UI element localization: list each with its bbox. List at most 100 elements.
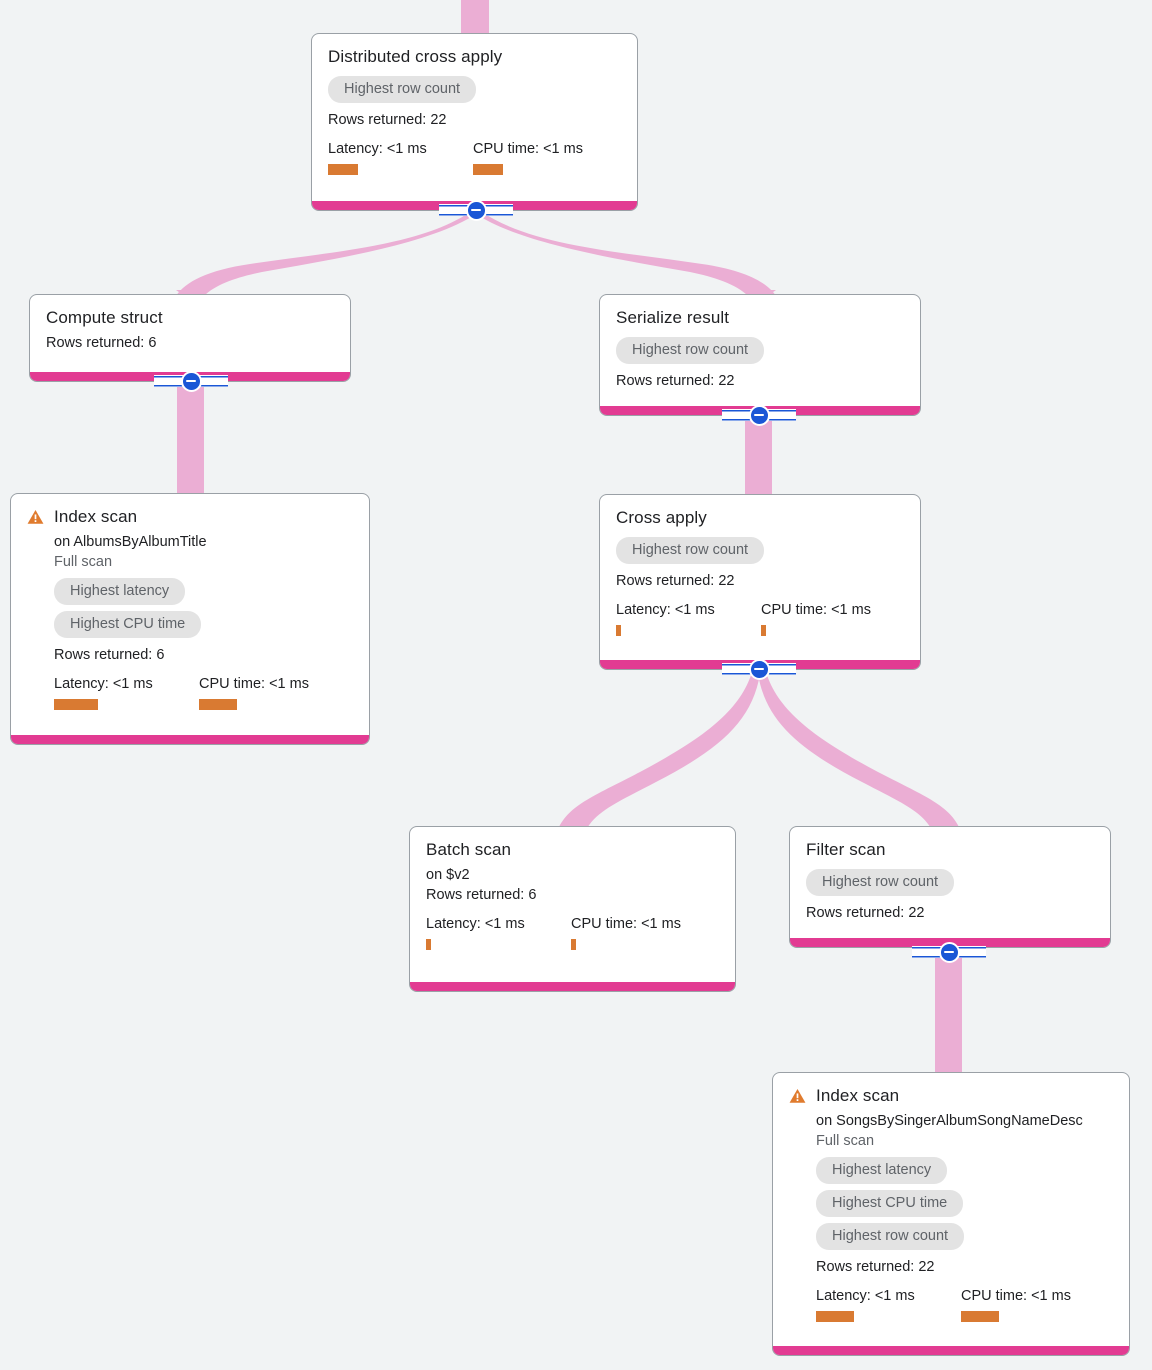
- latency-label: Latency: <1 ms: [616, 602, 715, 618]
- node-header: Index scan: [27, 506, 353, 528]
- node-index-scan-songs[interactable]: Index scan on SongsBySingerAlbumSongName…: [772, 1072, 1130, 1356]
- node-cross-apply[interactable]: Cross apply Highest row count Rows retur…: [599, 494, 921, 670]
- cpu-label: CPU time: <1 ms: [961, 1288, 1071, 1304]
- minus-icon: [938, 941, 960, 963]
- latency-bar: [328, 164, 358, 175]
- chip-highest-cpu-time: Highest CPU time: [816, 1190, 964, 1217]
- cpu-label: CPU time: <1 ms: [761, 602, 871, 618]
- warning-triangle-icon: [27, 510, 44, 524]
- latency-label: Latency: <1 ms: [426, 916, 525, 932]
- cpu-metric: CPU time: <1 ms: [761, 601, 871, 636]
- edge-filter-scan-to-index-scan-songs: [935, 955, 962, 1075]
- rows-returned: Rows returned: 22: [616, 573, 735, 589]
- latency-metric: Latency: <1 ms: [816, 1287, 961, 1322]
- node-title: Index scan: [54, 507, 138, 526]
- collapse-button-serialize-result[interactable]: [722, 403, 796, 427]
- node-batch-scan[interactable]: Batch scan on $v2 Rows returned: 6 Laten…: [409, 826, 736, 992]
- chip-list: Highest latency Highest CPU time: [54, 574, 353, 640]
- chip-list: Highest row count: [616, 333, 904, 366]
- node-header: Compute struct: [46, 307, 334, 329]
- rows-returned: Rows returned: 22: [816, 1259, 935, 1275]
- node-scan-note: Full scan: [54, 554, 113, 570]
- cpu-metric: CPU time: <1 ms: [199, 675, 309, 710]
- rows-returned: Rows returned: 6: [426, 887, 537, 903]
- cpu-bar: [473, 164, 503, 175]
- node-header: Batch scan: [426, 839, 719, 861]
- edge-cross-apply-to-filter-scan: [758, 672, 962, 834]
- cpu-bar: [961, 1311, 999, 1322]
- chip-list: Highest row count: [806, 865, 1094, 898]
- node-header: Cross apply: [616, 507, 904, 529]
- node-subtitle: on SongsBySingerAlbumSongNameDesc: [816, 1113, 1083, 1129]
- rows-returned: Rows returned: 22: [616, 373, 735, 389]
- collapse-button-distributed-cross-apply[interactable]: [439, 198, 513, 222]
- latency-label: Latency: <1 ms: [54, 676, 153, 692]
- edge-root-inbound: [461, 0, 489, 34]
- rows-returned: Rows returned: 22: [328, 112, 447, 128]
- minus-glyph: [186, 380, 196, 382]
- latency-bar: [426, 939, 431, 950]
- node-serialize-result[interactable]: Serialize result Highest row count Rows …: [599, 294, 921, 416]
- chip-list: Highest row count: [616, 533, 904, 566]
- latency-bar: [616, 625, 621, 636]
- chip-highest-row-count: Highest row count: [328, 76, 477, 103]
- metrics-row: Latency: <1 ms CPU time: <1 ms: [54, 675, 353, 710]
- chip-highest-row-count: Highest row count: [816, 1223, 965, 1250]
- node-title: Batch scan: [426, 840, 512, 859]
- node-title: Cross apply: [616, 508, 707, 527]
- minus-icon: [180, 370, 202, 392]
- latency-metric: Latency: <1 ms: [426, 915, 571, 950]
- latency-metric: Latency: <1 ms: [54, 675, 199, 710]
- metrics-row: Latency: <1 ms CPU time: <1 ms: [616, 601, 904, 636]
- cpu-label: CPU time: <1 ms: [571, 916, 681, 932]
- node-header: Index scan: [789, 1085, 1113, 1107]
- edge-cross-apply-to-batch-scan: [556, 672, 760, 834]
- rows-returned: Rows returned: 22: [806, 905, 925, 921]
- collapse-button-compute-struct[interactable]: [154, 369, 228, 393]
- node-header: Distributed cross apply: [328, 46, 621, 68]
- node-title: Filter scan: [806, 840, 886, 859]
- collapse-button-filter-scan[interactable]: [912, 940, 986, 964]
- edge-serialize-result-to-cross-apply: [745, 418, 772, 496]
- node-header: Filter scan: [806, 839, 1094, 861]
- node-scan-note: Full scan: [816, 1133, 875, 1149]
- cpu-bar: [199, 699, 237, 710]
- collapse-button-cross-apply[interactable]: [722, 657, 796, 681]
- warning-triangle-icon: [789, 1089, 806, 1103]
- edge-root-to-compute-struct: [176, 212, 476, 296]
- chip-highest-row-count: Highest row count: [616, 337, 765, 364]
- rows-returned: Rows returned: 6: [54, 647, 165, 663]
- minus-glyph: [471, 209, 481, 211]
- chip-highest-cpu-time: Highest CPU time: [54, 611, 202, 638]
- minus-icon: [465, 199, 487, 221]
- cpu-metric: CPU time: <1 ms: [571, 915, 681, 950]
- chip-list: Highest latency Highest CPU time Highest…: [816, 1153, 1113, 1252]
- metrics-row: Latency: <1 ms CPU time: <1 ms: [426, 915, 719, 950]
- minus-glyph: [754, 668, 764, 670]
- chip-highest-latency: Highest latency: [54, 578, 186, 605]
- edge-root-to-serialize-result: [476, 212, 776, 296]
- node-title: Distributed cross apply: [328, 47, 503, 66]
- latency-metric: Latency: <1 ms: [328, 140, 473, 175]
- node-title: Compute struct: [46, 308, 163, 327]
- chip-list: Highest row count: [328, 72, 621, 105]
- latency-label: Latency: <1 ms: [816, 1288, 915, 1304]
- node-distributed-cross-apply[interactable]: Distributed cross apply Highest row coun…: [311, 33, 638, 211]
- cpu-label: CPU time: <1 ms: [199, 676, 309, 692]
- node-accent-bar: [773, 1346, 1129, 1355]
- node-title: Serialize result: [616, 308, 730, 327]
- minus-glyph: [754, 414, 764, 416]
- chip-highest-row-count: Highest row count: [806, 869, 955, 896]
- node-index-scan-albums[interactable]: Index scan on AlbumsByAlbumTitle Full sc…: [10, 493, 370, 745]
- latency-bar: [816, 1311, 854, 1322]
- latency-label: Latency: <1 ms: [328, 141, 427, 157]
- node-filter-scan[interactable]: Filter scan Highest row count Rows retur…: [789, 826, 1111, 948]
- node-accent-bar: [410, 982, 735, 991]
- cpu-metric: CPU time: <1 ms: [473, 140, 583, 175]
- node-accent-bar: [11, 735, 369, 744]
- node-subtitle: on AlbumsByAlbumTitle: [54, 534, 207, 550]
- cpu-bar: [571, 939, 576, 950]
- minus-glyph: [944, 951, 954, 953]
- cpu-metric: CPU time: <1 ms: [961, 1287, 1071, 1322]
